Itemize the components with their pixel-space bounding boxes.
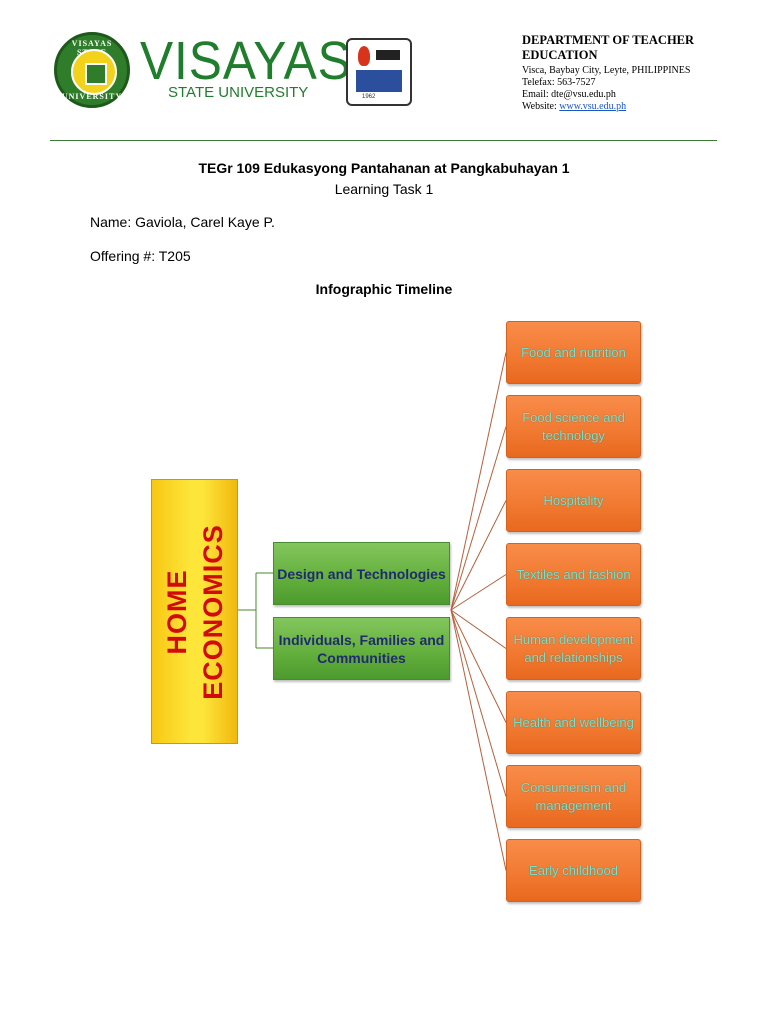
leaf-node-human-development: Human development and relationships [506,617,641,680]
leaf-node-label: Consumerism and management [520,779,627,813]
connector-line [450,609,507,797]
university-name: VISAYAS [140,31,352,91]
leaf-node-textiles-fashion: Textiles and fashion [506,543,641,606]
leaf-node-hospitality: Hospitality [506,469,641,532]
student-name: Name: Gaviola, Carel Kaye P. [90,214,275,230]
address: Visca, Baybay City, Leyte, PHILIPPINES [522,65,691,76]
root-node-label: HOME ECONOMICS [161,523,228,700]
connector-root-to-branches [238,572,273,649]
department-contact-block: DEPARTMENT OF TEACHER EDUCATION Visca, B… [522,33,752,113]
leaf-node-consumerism: Consumerism and management [506,765,641,828]
website-link[interactable]: www.vsu.edu.ph [559,101,627,112]
course-title: TEGr 109 Edukasyong Pantahanan at Pangka… [198,160,570,176]
department-name-line1: DEPARTMENT OF TEACHER [522,33,695,47]
department-logo: 1962 [346,38,412,106]
leaf-node-food-nutrition: Food and nutrition [506,321,641,384]
graduation-cap-icon [376,50,400,60]
leaf-node-label: Early childhood [529,862,618,878]
seal-text-bottom: UNIVERSITY [61,92,123,101]
website-label: Website: [522,101,560,112]
branch-node-label: Individuals, Families and Communities [278,631,445,666]
leaf-node-label: Hospitality [543,492,604,508]
leaf-node-label: Food science and technology [522,409,625,443]
email: Email: dte@vsu.edu.ph [522,89,616,100]
connector-line [450,609,507,871]
leaf-node-early-childhood: Early childhood [506,839,641,902]
header-divider [50,140,717,141]
connector-line [450,609,507,649]
infographic-title: Infographic Timeline [315,281,453,297]
seal-emblem [71,49,117,95]
department-name-line2: EDUCATION [522,48,598,62]
connector-line [450,574,507,611]
website: Website: www.vsu.edu.ph [522,101,752,113]
seal-core-icon [85,63,107,85]
task-title: Learning Task 1 [334,181,434,197]
leaf-node-label: Textiles and fashion [516,566,631,582]
leaf-node-label: Health and wellbeing [513,714,634,730]
university-seal-logo: VISAYAS STATE UNIVERSITY [54,32,130,108]
department-name: DEPARTMENT OF TEACHER EDUCATION [522,33,752,63]
dept-logo-year: 1962 [362,94,376,100]
torch-flame-icon [358,46,370,66]
branch-node-individuals-families: Individuals, Families and Communities [273,617,450,680]
university-subtitle: STATE UNIVERSITY [168,84,309,101]
university-wordmark: VISAYAS STATE UNIVERSITY [140,31,370,101]
branch-node-design-technologies: Design and Technologies [273,542,450,605]
leaf-node-label: Human development and relationships [513,631,634,665]
connector-line [450,500,507,611]
telefax: Telefax: 563-7527 [522,77,596,88]
book-icon [356,70,402,92]
connector-line [450,426,507,611]
connector-branches-to-leaves [450,352,507,871]
connector-line [450,609,507,723]
leaf-node-food-science: Food science and technology [506,395,641,458]
branch-node-label: Design and Technologies [277,565,446,582]
leaf-node-health-wellbeing: Health and wellbeing [506,691,641,754]
leaf-node-label: Food and nutrition [521,344,626,360]
root-node-home-economics: HOME ECONOMICS [151,479,238,744]
connector-line [450,352,507,611]
offering-number: Offering #: T205 [90,248,191,264]
